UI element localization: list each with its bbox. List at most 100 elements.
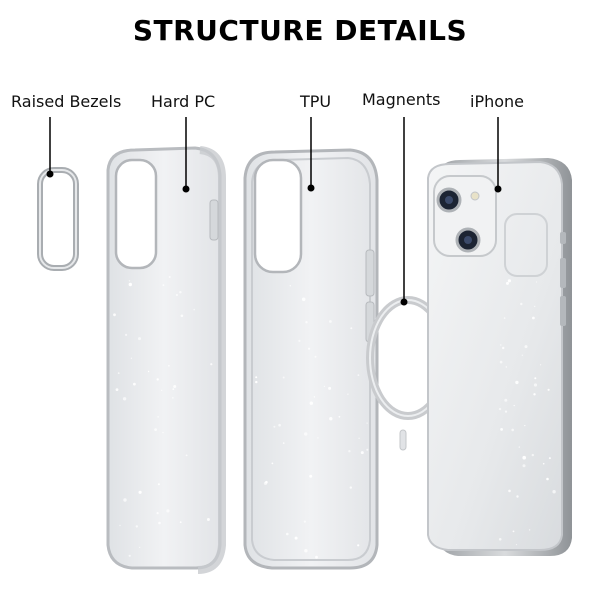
glitter-dot xyxy=(516,495,519,498)
glitter-dot xyxy=(172,388,175,390)
glitter-dot xyxy=(366,422,368,424)
glitter-dot xyxy=(161,389,163,391)
glitter-sparkles xyxy=(113,276,556,559)
glitter-dot xyxy=(168,365,170,367)
glitter-dot xyxy=(289,285,291,287)
glitter-dot xyxy=(506,281,509,285)
glitter-dot xyxy=(138,337,141,341)
glitter-dot xyxy=(265,480,268,484)
glitter-dot xyxy=(255,376,258,379)
glitter-dot xyxy=(304,432,308,436)
glitter-dot xyxy=(313,396,316,398)
glitter-dot xyxy=(328,386,332,390)
glitter-dot xyxy=(515,544,518,546)
glitter-dot xyxy=(179,291,182,294)
glitter-dot xyxy=(179,521,182,524)
glitter-dot xyxy=(338,415,341,418)
glitter-dot xyxy=(512,530,515,533)
glitter-dot xyxy=(524,345,528,349)
glitter-dot xyxy=(193,308,195,311)
glitter-dot xyxy=(536,281,538,283)
glitter-dot xyxy=(350,327,353,330)
glitter-dot xyxy=(308,347,311,350)
glitter-dot xyxy=(520,302,523,306)
glitter-dot xyxy=(521,354,523,356)
glitter-dot xyxy=(515,380,519,385)
glitter-dot xyxy=(130,357,132,359)
glitter-dot xyxy=(317,437,319,439)
glitter-dot xyxy=(329,417,333,421)
glitter-dot xyxy=(185,454,188,457)
glitter-dot xyxy=(513,404,515,407)
glitter-dot xyxy=(168,276,171,278)
glitter-dot xyxy=(162,431,164,434)
glitter-dot xyxy=(125,333,128,336)
glitter-dot xyxy=(286,532,289,536)
glitter-dot xyxy=(282,376,285,379)
glitter-dot xyxy=(128,282,132,287)
tpu-case xyxy=(243,148,379,570)
glitter-dot xyxy=(294,536,298,540)
glitter-dot xyxy=(156,511,159,515)
glitter-dot xyxy=(511,428,514,432)
glitter-dot xyxy=(552,490,556,494)
label-iphone: iPhone xyxy=(470,92,525,111)
glitter-dot xyxy=(329,320,332,323)
glitter-dot xyxy=(531,453,534,457)
glitter-dot xyxy=(347,393,349,395)
glitter-dot xyxy=(173,385,177,388)
glitter-dot xyxy=(113,313,116,317)
glitter-dot xyxy=(115,388,119,391)
glitter-dot xyxy=(305,321,308,324)
glitter-dot xyxy=(139,546,141,549)
glitter-dot xyxy=(366,448,369,451)
glitter-dot xyxy=(298,339,301,342)
glitter-dot xyxy=(156,378,159,381)
glitter-dot xyxy=(282,442,285,444)
glitter-dot xyxy=(357,374,360,376)
glitter-dot xyxy=(117,372,120,374)
glitter-dot xyxy=(323,385,326,388)
glitter-dot xyxy=(508,489,511,493)
glitter-dot xyxy=(357,544,360,547)
glitter-dot xyxy=(522,464,526,468)
glitter-dot xyxy=(533,383,538,387)
glitter-dot xyxy=(548,457,551,460)
glitter-dot xyxy=(303,520,306,523)
glitter-dot xyxy=(166,509,170,513)
glitter-dot xyxy=(157,483,160,486)
glitter-dot xyxy=(542,462,545,465)
glitter-dot xyxy=(547,388,550,391)
glitter-dot xyxy=(524,425,526,427)
glitter-dot xyxy=(503,317,506,319)
page-title: STRUCTURE DETAILS xyxy=(132,14,468,47)
glitter-dot xyxy=(504,410,508,413)
glitter-dot xyxy=(157,416,159,418)
glitter-dot xyxy=(500,428,503,431)
glitter-dot xyxy=(498,538,502,541)
glitter-dot xyxy=(210,363,213,366)
glitter-dot xyxy=(502,346,505,350)
glitter-dot xyxy=(128,280,131,282)
glitter-dot xyxy=(138,490,142,494)
glitter-dot xyxy=(128,554,131,557)
glitter-dot xyxy=(147,370,150,373)
glitter-dot xyxy=(504,398,508,402)
glitter-dot xyxy=(135,525,138,528)
raised-bezel-ring xyxy=(37,167,79,271)
glitter-dot xyxy=(278,423,281,427)
glitter-dot xyxy=(349,486,352,489)
glitter-dot xyxy=(533,393,536,396)
glitter-dot xyxy=(162,284,165,286)
glitter-dot xyxy=(119,524,121,527)
glitter-dot xyxy=(301,297,306,302)
glitter-dot xyxy=(546,477,549,481)
glitter-dot xyxy=(540,364,542,366)
label-tpu: TPU xyxy=(300,92,332,111)
glitter-dot xyxy=(518,446,520,448)
glitter-dot xyxy=(499,360,503,364)
label-magnets: Magnents xyxy=(362,90,441,109)
glitter-dot xyxy=(172,397,174,399)
glitter-dot xyxy=(255,380,258,384)
